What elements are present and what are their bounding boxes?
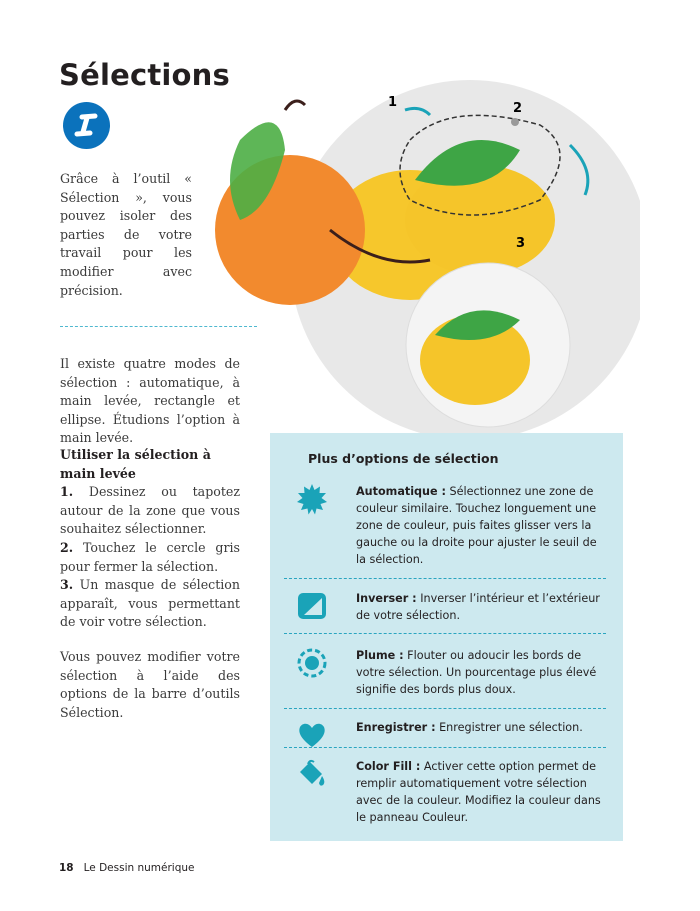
- divider: [284, 633, 606, 634]
- color-fill-icon: [300, 759, 325, 786]
- leaf: [230, 122, 285, 220]
- howto-heading: Utiliser la sélection à main levée: [60, 447, 211, 481]
- selection-s-icon: [63, 102, 110, 149]
- option-text: Plume : Flouter ou adoucir les bords de …: [356, 649, 597, 696]
- close-point: [511, 118, 519, 126]
- fruit-illustration: 1 2 3: [215, 80, 640, 435]
- step-num: 3.: [60, 577, 74, 593]
- options-title: Plus d’options de sélection: [308, 451, 499, 466]
- label-1: 1: [388, 95, 397, 110]
- heart-icon: [299, 723, 325, 747]
- divider: [284, 578, 606, 579]
- step: 2. Touchez le cercle gris pour fermer la…: [60, 539, 240, 576]
- divider: [284, 708, 606, 709]
- option-text: Automatique : Sélectionnez une zone de c…: [356, 485, 597, 566]
- feather-icon: [297, 648, 327, 678]
- divider: [284, 747, 606, 748]
- arrow: [404, 106, 432, 117]
- step: 1. Dessinez ou tapotez autour de la zone…: [60, 483, 240, 539]
- footer: 18 Le Dessin numérique: [59, 862, 195, 874]
- intro-text: Grâce à l’outil « Sélection », vous pouv…: [60, 171, 192, 298]
- invert-icon: [298, 593, 326, 619]
- modes-text: Il existe quatre modes de sélection : au…: [60, 356, 240, 446]
- book-title: Le Dessin numérique: [83, 862, 195, 874]
- step-text: Un masque de sélection apparaît, vous pe…: [60, 577, 240, 630]
- howto-section: Utiliser la sélection à main levée 1. De…: [60, 446, 240, 632]
- step-num: 1.: [60, 484, 74, 500]
- masked-leaf: [435, 310, 520, 340]
- label-3: 3: [516, 236, 525, 251]
- branch: [329, 228, 431, 264]
- stem: [283, 99, 307, 111]
- selection-path: [399, 114, 561, 216]
- step: 3. Un masque de sélection apparaît, vous…: [60, 576, 240, 632]
- page-number: 18: [59, 862, 74, 874]
- divider: [60, 326, 257, 327]
- modify-text: Vous pouvez modifier votre sélection à l…: [60, 649, 240, 720]
- option-text: Inverser : Inverser l’intérieur et l’ext…: [356, 592, 600, 622]
- page-title: Sélections: [59, 58, 230, 92]
- label-2: 2: [513, 101, 522, 116]
- automatic-burst-icon: [297, 484, 327, 515]
- pear: [405, 165, 555, 275]
- option-text: Color Fill : Activer cette option permet…: [356, 760, 601, 824]
- leaf: [415, 140, 520, 186]
- step-text: Touchez le cercle gris pour fermer la sé…: [60, 539, 240, 574]
- options-box: Plus d’options de sélection Automatique …: [270, 433, 623, 841]
- step-num: 2.: [60, 539, 74, 555]
- step-text: Dessinez ou tapotez autour de la zone qu…: [60, 484, 240, 537]
- arrow: [568, 143, 590, 196]
- option-text: Enregistrer : Enregistrer une sélection.: [356, 721, 583, 734]
